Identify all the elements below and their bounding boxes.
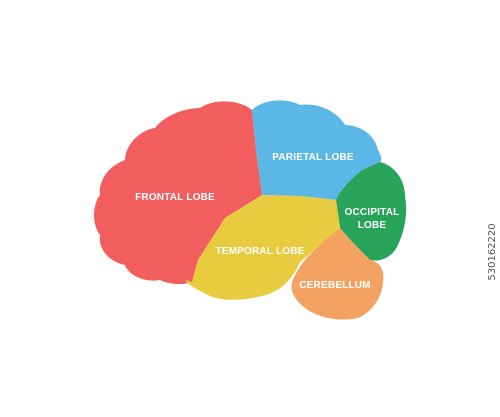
temporal-lobe-label: TEMPORAL LOBE [215,246,304,257]
occipital-lobe-region [336,162,407,261]
cerebellum-region [291,228,384,320]
frontal-lobe-label: FRONTAL LOBE [135,192,215,203]
occipital-lobe-label-line2: LOBE [358,220,387,231]
parietal-lobe-label: PARIETAL LOBE [272,152,354,163]
frontal-lobe-region [94,101,262,285]
stock-id-watermark: 530162220 [486,223,498,281]
occipital-lobe-label-line1: OCCIPITAL [345,207,400,218]
parietal-lobe-region [252,100,382,200]
temporal-lobe-region [185,195,340,300]
cerebellum-label: CEREBELLUM [299,280,370,291]
